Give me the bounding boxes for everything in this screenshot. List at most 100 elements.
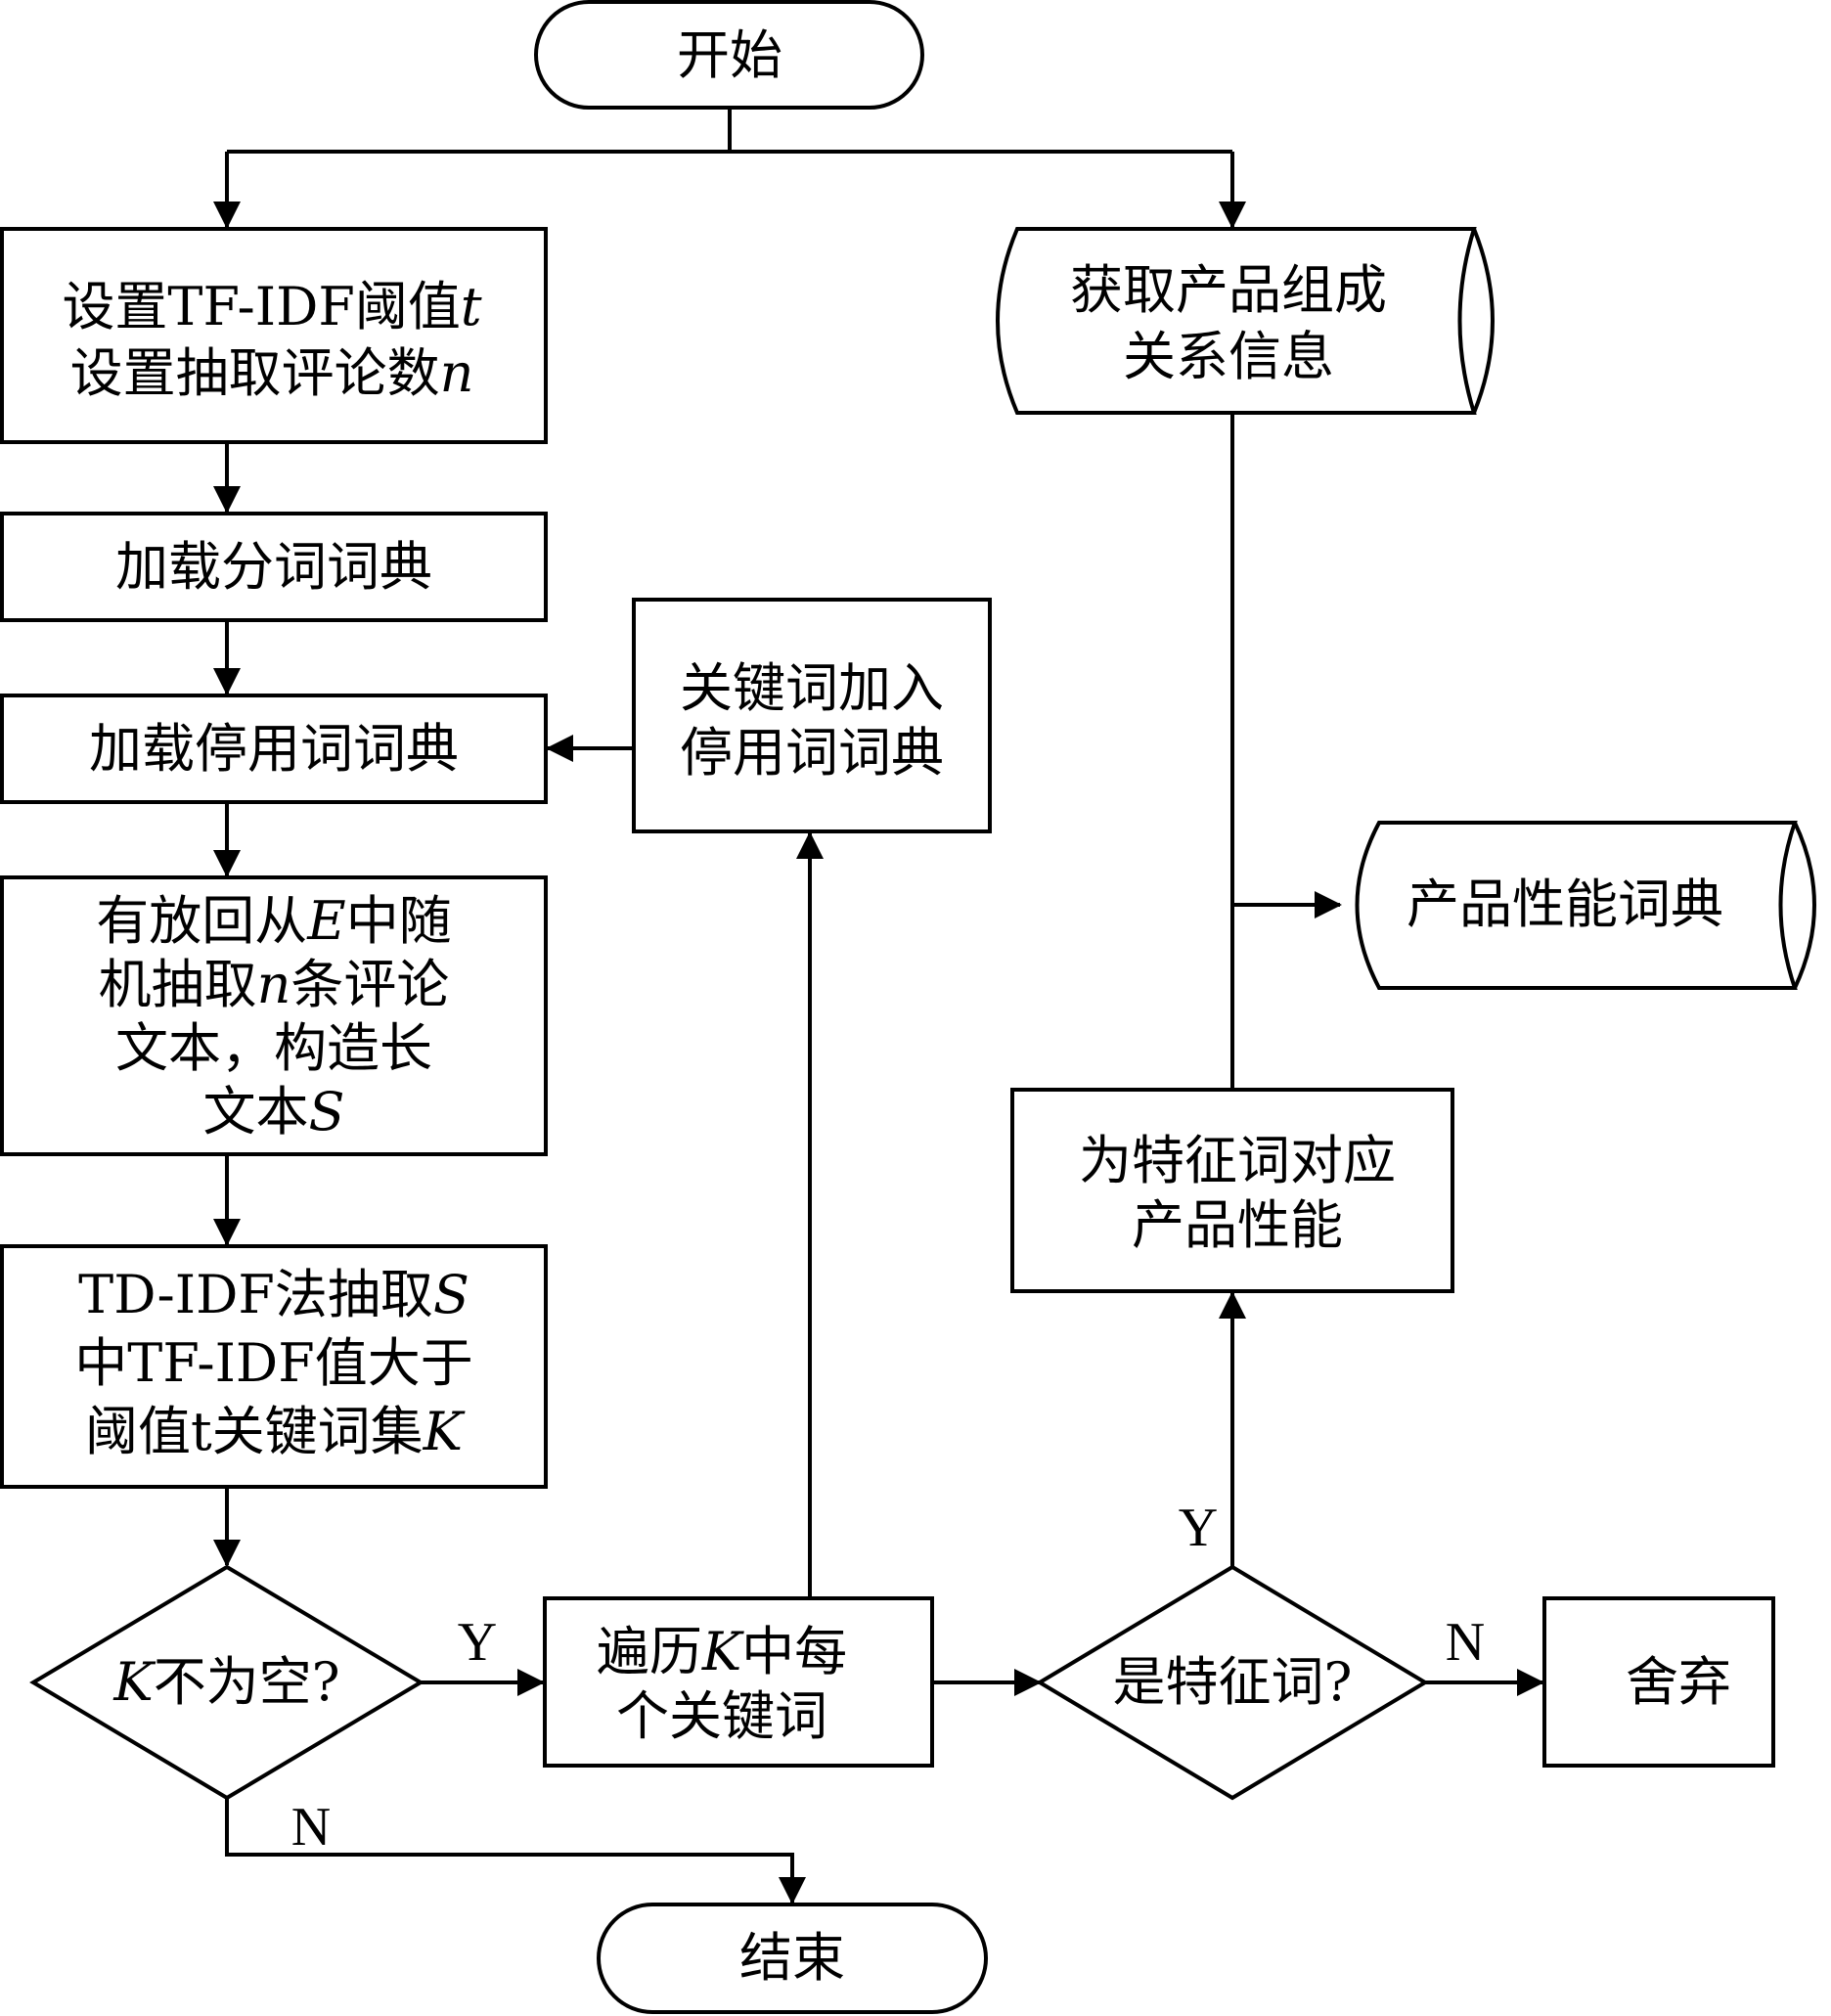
- edge-labels: Y N Y N: [291, 1498, 1485, 1858]
- arrowhead: [213, 850, 241, 877]
- load-stop-dict-process: 加载停用词词典: [0, 694, 548, 804]
- label-segment: 阈值t关键词集: [85, 1401, 424, 1462]
- label-segment: n: [257, 954, 291, 1015]
- arrowhead: [517, 1669, 545, 1696]
- k-not-empty-shape: [29, 1564, 424, 1801]
- edge-start-split: [227, 110, 1232, 154]
- load-stop-dict-label: 加载停用词词典: [89, 718, 459, 780]
- edge-label-k-no: N: [291, 1797, 331, 1858]
- add-to-stop-process: 关键词加入停用词词典: [632, 598, 992, 833]
- label-segment: TD-IDF法抽取: [78, 1264, 433, 1325]
- map-feature-process: 为特征词对应产品性能: [1010, 1088, 1454, 1293]
- arrowhead: [213, 1540, 241, 1567]
- label-segment: 关系信息: [1123, 326, 1334, 387]
- arrowhead: [779, 1877, 806, 1904]
- add-to-stop-shape: [632, 598, 992, 833]
- is-feature-decision: 是特征词?: [1036, 1564, 1429, 1801]
- label-segment: 遍历: [597, 1621, 702, 1682]
- label-segment: 获取产品组成: [1070, 259, 1387, 321]
- load-stop-dict-shape: [0, 694, 548, 804]
- add-to-stop-label: 关键词加入停用词词典: [680, 657, 944, 784]
- label-segment: K: [701, 1621, 744, 1682]
- arrowhead: [1219, 1291, 1246, 1319]
- extract-keywords-shape: [0, 1244, 548, 1489]
- set-params-shape: [0, 227, 548, 444]
- get-composition-label: 获取产品组成关系信息: [1070, 259, 1387, 387]
- perf-dict-data: 产品性能词典: [1355, 821, 1816, 990]
- label-segment: K: [423, 1401, 466, 1462]
- start-label: 开始: [677, 24, 782, 86]
- load-seg-dict-shape: [0, 512, 548, 622]
- arrowhead: [213, 1219, 241, 1246]
- label-segment: 文本，构造长: [115, 1017, 432, 1079]
- discard-process: 舍弃: [1542, 1596, 1775, 1768]
- set-params-process: 设置TF-IDF阈值t 设置抽取评论数n: [0, 227, 548, 444]
- is-feature-shape: [1036, 1564, 1429, 1801]
- arrowheads: [213, 202, 1544, 1904]
- arrowhead: [1517, 1669, 1544, 1696]
- iterate-k-process: 遍历K中每个关键词: [543, 1596, 934, 1768]
- label-segment: 中TF-IDF值大于: [74, 1332, 472, 1394]
- load-seg-dict-label: 加载分词词典: [115, 536, 432, 598]
- arrowhead: [796, 831, 824, 859]
- get-composition-data: 获取产品组成关系信息: [996, 227, 1495, 415]
- sample-text-shape: [0, 875, 548, 1156]
- discard-shape: [1542, 1596, 1775, 1768]
- label-segment: E: [306, 890, 345, 952]
- get-composition-curve: [1472, 228, 1495, 414]
- label-segment: 有放回从: [96, 890, 307, 952]
- iterate-k-label: 遍历K中每个关键词: [597, 1621, 847, 1747]
- arrowhead: [1219, 202, 1246, 229]
- set-params-label: 设置TF-IDF阈值t 设置抽取评论数n: [62, 276, 481, 404]
- k-not-empty-label: K不为空?: [112, 1651, 339, 1713]
- perf-dict-curve: [1793, 822, 1816, 989]
- label-segment: S: [309, 1081, 345, 1142]
- label-segment: 中随: [346, 890, 452, 952]
- label-segment: 设置TF-IDF阈值: [62, 276, 460, 337]
- start-shape: [534, 0, 924, 110]
- extract-keywords-process: TD-IDF法抽取S 中TF-IDF值大于阈值t关键词集K: [0, 1244, 548, 1489]
- label-segment: S: [433, 1264, 469, 1325]
- label-segment: 机抽取: [99, 954, 257, 1015]
- label-segment: K: [112, 1651, 156, 1713]
- arrowhead: [1315, 891, 1342, 918]
- label-segment: 设置抽取评论数: [70, 342, 440, 404]
- discard-label: 舍弃: [1626, 1651, 1731, 1713]
- arrowhead: [213, 486, 241, 514]
- perf-dict-label: 产品性能词典: [1407, 874, 1723, 935]
- edge-label-feature-no: N: [1446, 1612, 1485, 1673]
- end-terminal: 结束: [597, 1903, 988, 2014]
- label-segment: 不为空?: [154, 1651, 340, 1713]
- label-segment: n: [440, 342, 474, 404]
- label-segment: 条评论: [290, 954, 449, 1015]
- edge-label-k-yes: Y: [458, 1612, 497, 1673]
- sample-text-label: 有放回从E中随机抽取n条评论文本，构造长文本S: [96, 890, 451, 1142]
- label-segment: 关键词加入: [680, 657, 944, 719]
- start-terminal: 开始: [534, 0, 924, 110]
- map-feature-label: 为特征词对应产品性能: [1079, 1130, 1396, 1256]
- end-label: 结束: [739, 1927, 845, 1989]
- label-segment: t: [461, 276, 482, 337]
- arrowhead: [1014, 1669, 1042, 1696]
- label-segment: 文本: [203, 1081, 309, 1142]
- label-segment: 为特征词对应: [1079, 1130, 1396, 1191]
- load-seg-dict-process: 加载分词词典: [0, 512, 548, 622]
- label-segment: 停用词词典: [680, 722, 944, 784]
- map-feature-shape: [1010, 1088, 1454, 1293]
- get-composition-shape: [996, 227, 1477, 415]
- k-not-empty-decision: K不为空?: [29, 1564, 424, 1801]
- arrowhead: [546, 735, 573, 762]
- label-segment: 中每: [741, 1621, 847, 1682]
- arrowhead: [213, 668, 241, 695]
- edge-label-feature-yes: Y: [1179, 1498, 1218, 1558]
- label-segment: 个关键词: [616, 1685, 827, 1747]
- arrowhead: [213, 202, 241, 229]
- sample-text-process: 有放回从E中随机抽取n条评论文本，构造长文本S: [0, 875, 548, 1156]
- extract-keywords-label: TD-IDF法抽取S 中TF-IDF值大于阈值t关键词集K: [74, 1264, 472, 1462]
- label-segment: 产品性能: [1132, 1194, 1343, 1256]
- end-shape: [597, 1903, 988, 2014]
- is-feature-label: 是特征词?: [1113, 1651, 1353, 1713]
- iterate-k-shape: [543, 1596, 934, 1768]
